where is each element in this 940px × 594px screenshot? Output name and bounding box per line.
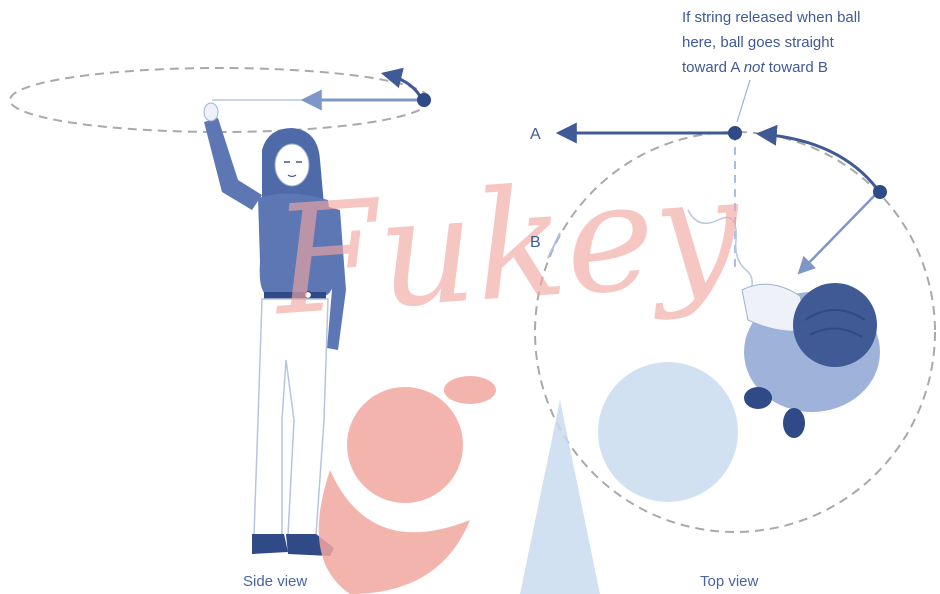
watermark-blue-circle [598, 362, 738, 502]
watermark-red-circle [347, 387, 463, 503]
side-ball [417, 93, 431, 107]
caption-side-view: Side view [243, 573, 307, 590]
overhead-head [793, 283, 877, 367]
annotation-line-1: If string released when ball [682, 9, 860, 26]
top-string [800, 192, 878, 272]
caption-top-view: Top view [700, 573, 759, 590]
overhead-person-figure [742, 283, 880, 438]
release-point-ball [728, 126, 742, 140]
watermark-blue-shape [520, 400, 600, 594]
annotation-pointer [737, 80, 750, 122]
top-ball [873, 185, 887, 199]
annotation-line-2: here, ball goes straight [682, 34, 835, 51]
annotation-line-3: toward A not toward B [682, 59, 828, 76]
watermark-text: Fukey [266, 143, 747, 349]
label-b: B [530, 234, 541, 251]
label-a: A [530, 126, 541, 143]
watermark: Fukey [266, 143, 747, 594]
top-rotation-arrow [760, 134, 878, 190]
